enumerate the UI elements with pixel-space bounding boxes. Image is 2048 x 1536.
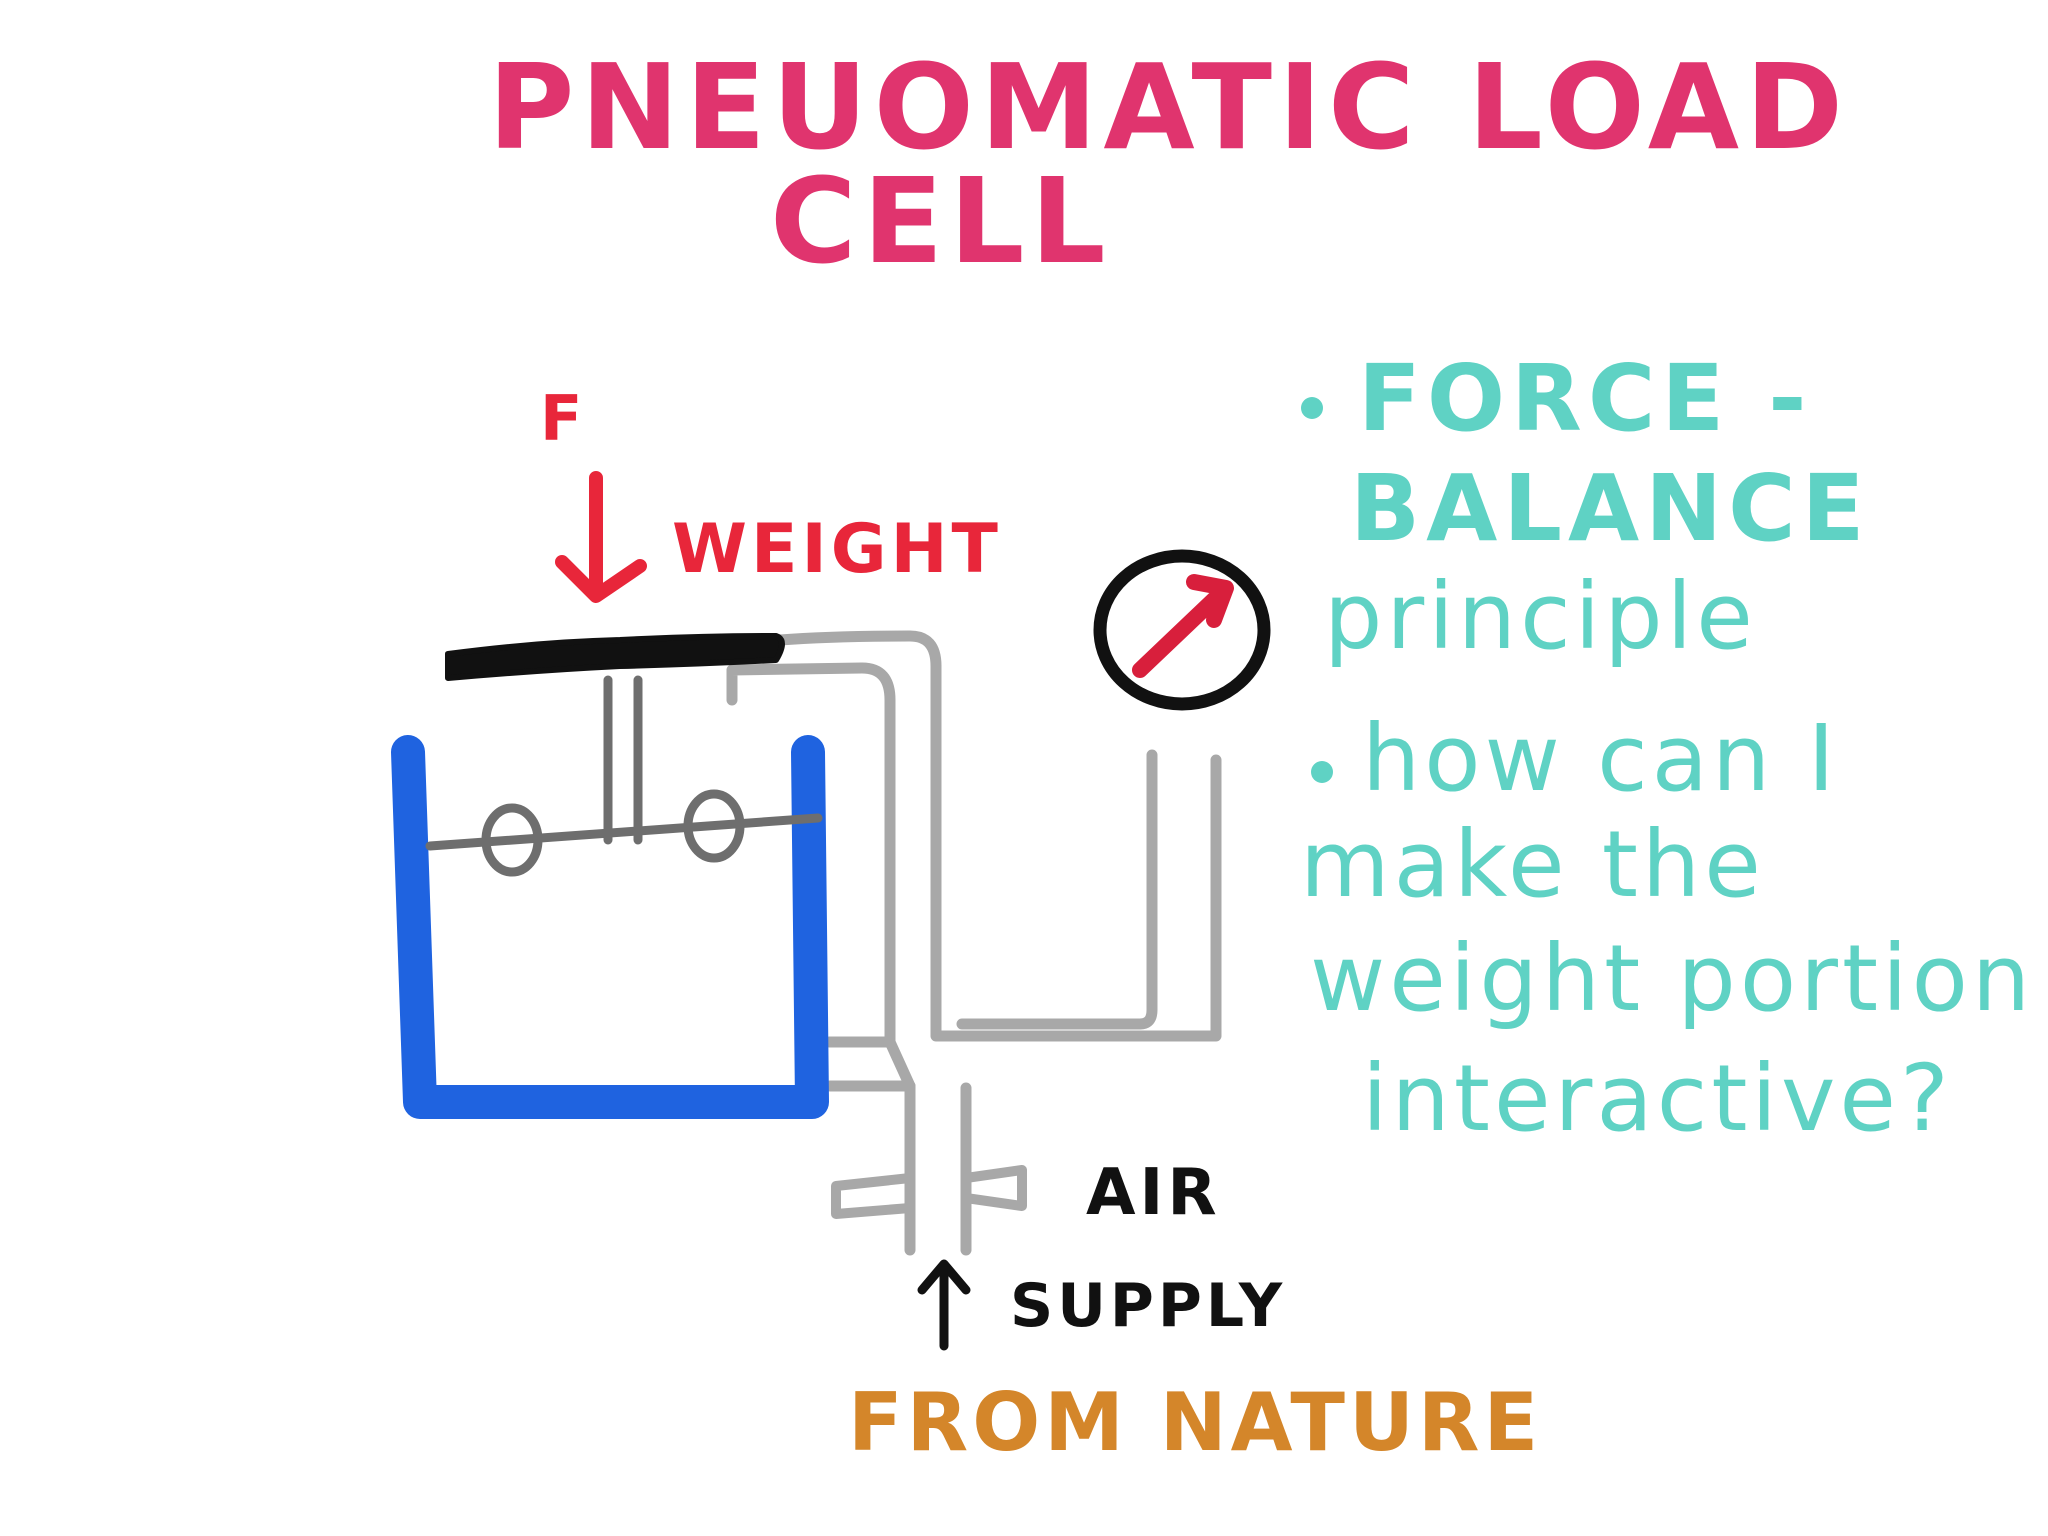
mechanism-disc-right (683, 789, 745, 863)
bullet-1-dot (1301, 397, 1323, 419)
gauge-dial (1093, 549, 1271, 711)
mechanism-beam (425, 813, 823, 851)
source-label: FROM NATURE (848, 1376, 1542, 1469)
mechanism-disc-left (481, 803, 543, 877)
air-supply: AIR SUPPLY FROM NATURE (848, 1156, 1542, 1469)
mechanism (425, 675, 823, 877)
force-indicator: F WEIGHT (540, 382, 1002, 603)
title: PNEUOMATIC LOAD CELL (488, 38, 1849, 290)
weight-label: WEIGHT (672, 510, 1002, 589)
pipe-inner (726, 662, 896, 1048)
air-piping (726, 630, 1222, 1256)
load-platform (445, 633, 785, 681)
valve-left-flap (831, 1173, 915, 1219)
pipe-outer (774, 630, 1222, 1042)
note-1-line-3: principle (1324, 563, 1757, 670)
notes: FORCE - BALANCE principle how can I make… (1300, 345, 2034, 1152)
supply-valve (831, 1165, 1027, 1219)
title-line-2: CELL (770, 152, 1112, 290)
force-symbol: F (540, 382, 586, 455)
note-2-line-3: weight portion (1310, 925, 2034, 1032)
load-cell-container (391, 735, 829, 1119)
note-2-line-4: interactive? (1362, 1045, 1953, 1152)
pipe-supply-left (824, 1036, 916, 1256)
gauge-needle (1132, 574, 1234, 678)
force-arrow-icon (555, 471, 647, 603)
title-line-1: PNEUOMATIC LOAD (488, 38, 1849, 176)
supply-label: SUPPLY (1010, 1271, 1286, 1341)
air-label: AIR (1086, 1156, 1221, 1230)
note-1-line-2: BALANCE (1350, 455, 1871, 562)
pressure-gauge-icon (1093, 549, 1271, 711)
bullet-2-dot (1311, 761, 1333, 783)
note-1-line-1: FORCE - (1358, 345, 1812, 452)
pipe-gauge-inner (956, 749, 1158, 1030)
note-2-line-1: how can I (1362, 705, 1839, 812)
valve-right-flap (961, 1165, 1027, 1211)
air-supply-arrow-icon (917, 1259, 971, 1351)
container-walls (391, 735, 829, 1119)
note-2-line-2: make the (1300, 811, 1765, 918)
